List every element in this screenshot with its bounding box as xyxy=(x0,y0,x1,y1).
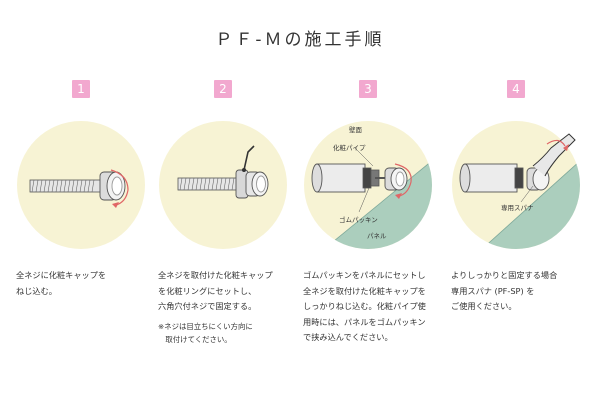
hex-key-icon xyxy=(243,145,255,171)
step-description: よりしっかりと固定する場合 専用スパナ (PF-SP) を ご使用ください。 xyxy=(451,270,558,311)
step-1: 1 全ネジに化粧キャップを ねじ込む。 xyxy=(8,80,154,390)
label-wall: 壁面 xyxy=(349,125,363,134)
label-panel: パネル xyxy=(367,232,387,240)
threaded-bolt xyxy=(177,177,241,191)
step-2: 2 全ネジを取付けた化粧キャップ を化粧リングにセットし、 六角穴付ネジで固定す xyxy=(150,80,296,390)
label-pipe: 化粧パイプ xyxy=(333,143,366,152)
step-note: ※ネジは目立ちにくい方向に 取付けてください。 xyxy=(158,322,253,344)
step-4: 4 専用スパナ よりしっかりと固定する場合 専用スパナ (PF-SP) を ご使… xyxy=(443,80,589,390)
decorative-pipe xyxy=(459,163,524,193)
rotate-arrow-icon xyxy=(110,169,129,206)
decorative-ring-and-cap xyxy=(235,169,269,199)
step-2-illustration xyxy=(159,121,287,249)
step-description: ゴムパッキンをパネルにセットし 全ネジを取付けた化粧キャップを しっかりねじ込む… xyxy=(303,270,426,342)
step-4-illustration: 専用スパナ xyxy=(452,121,580,249)
decorative-pipe xyxy=(311,163,366,193)
step-number-badge: 4 xyxy=(507,80,525,98)
step-number-badge: 1 xyxy=(72,80,90,98)
page-title: ＰＦ-Ｍの施工手順 xyxy=(215,30,385,50)
step-3-illustration: 壁面 化粧パイプ ゴムパッキン パネル xyxy=(304,121,432,249)
step-description: 全ネジに化粧キャップを ねじ込む。 xyxy=(16,270,107,296)
step-number-badge: 3 xyxy=(359,80,377,98)
step-number-badge: 2 xyxy=(214,80,232,98)
step-3: 3 壁面 化粧パイプ ゴムパッキン パネル ゴムパッ xyxy=(295,80,441,390)
threaded-bolt xyxy=(29,179,103,193)
step-1-illustration xyxy=(17,121,145,249)
step-description: 全ネジを取付けた化粧キャップ を化粧リングにセットし、 六角穴付ネジで固定する。 xyxy=(158,270,273,311)
rotate-arrow-icon xyxy=(394,163,412,197)
label-spanner: 専用スパナ xyxy=(501,203,534,212)
label-gasket: ゴムパッキン xyxy=(339,215,378,224)
decorative-cap xyxy=(384,167,408,191)
decorative-cap xyxy=(99,171,126,201)
rotate-arrow-icon xyxy=(546,139,566,147)
